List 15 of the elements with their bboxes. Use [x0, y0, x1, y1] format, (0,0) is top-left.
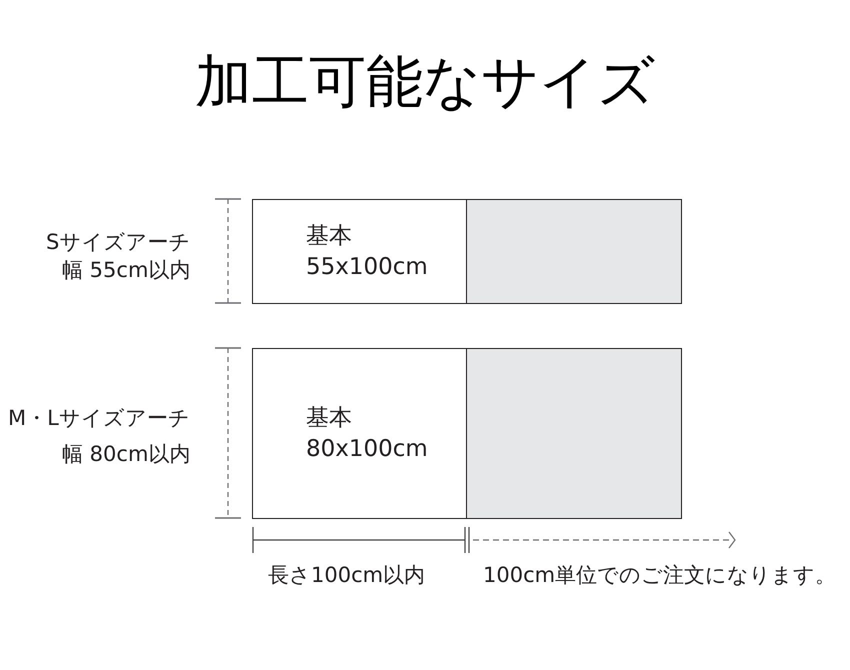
extension-box — [466, 348, 682, 519]
order-unit-note: 100cm単位でのご注文になります。 — [483, 562, 836, 589]
size-heading: 基本 — [306, 222, 352, 250]
base-size-box — [252, 199, 467, 304]
arch-size-label: Sサイズアーチ — [46, 229, 190, 256]
base-size-box — [252, 348, 467, 519]
arch-size-label: M・Lサイズアーチ — [8, 405, 190, 432]
length-limit-label: 長さ100cm以内 — [268, 562, 426, 589]
size-dimensions: 80x100cm — [306, 434, 428, 464]
title: 加工可能なサイズ — [195, 48, 655, 117]
extension-box — [466, 199, 682, 304]
size-dimensions: 55x100cm — [306, 252, 428, 282]
size-heading: 基本 — [306, 404, 352, 432]
width-limit-label: 幅 55cm以内 — [62, 257, 190, 284]
width-limit-label: 幅 80cm以内 — [62, 441, 190, 468]
